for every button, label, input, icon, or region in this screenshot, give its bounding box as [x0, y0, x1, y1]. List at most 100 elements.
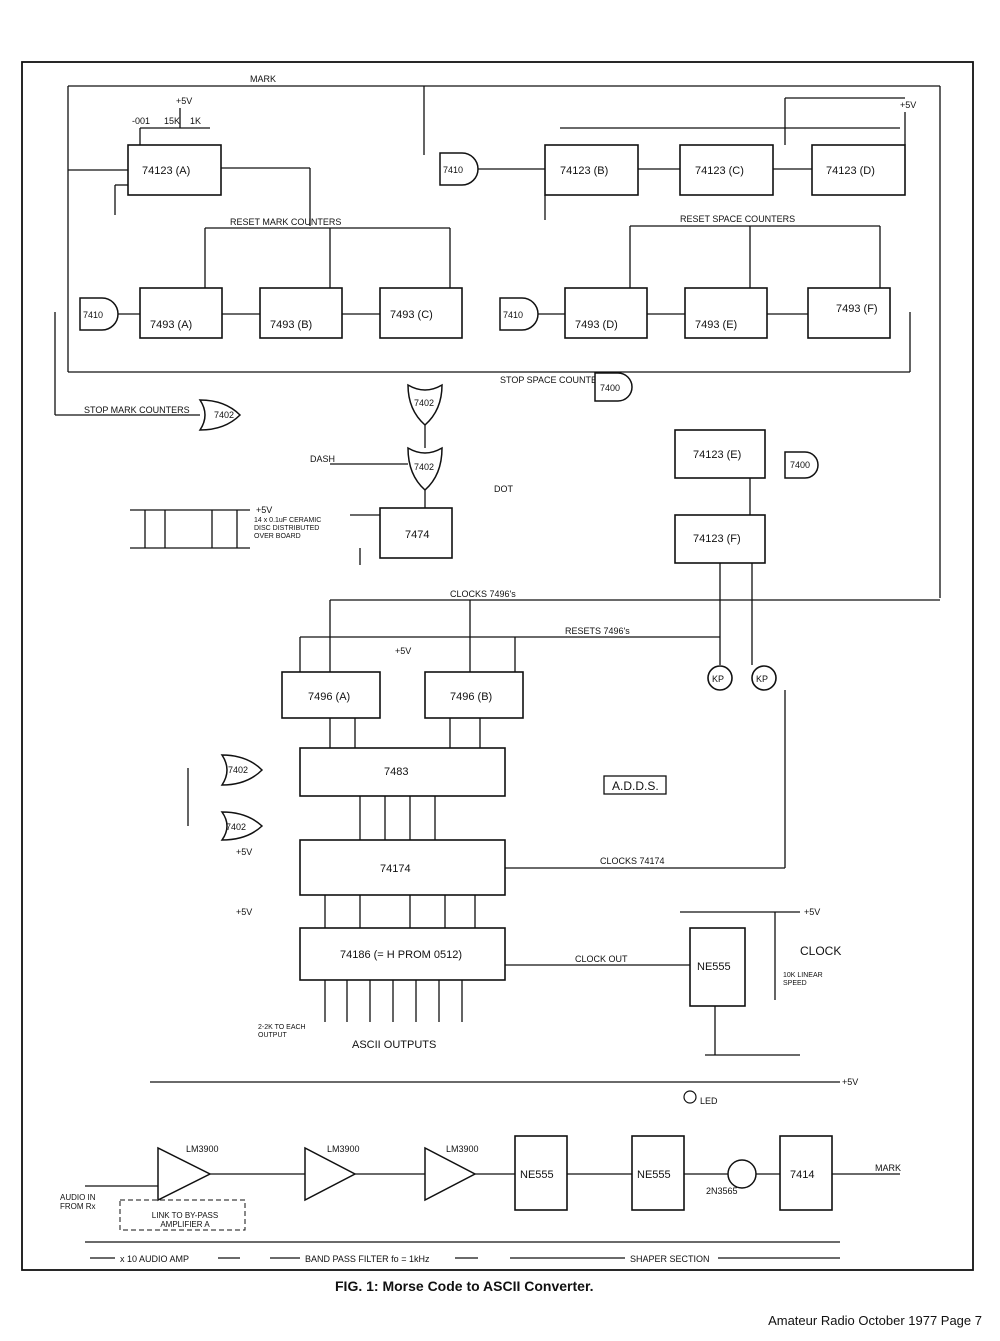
- clock-out-label: CLOCK OUT: [575, 954, 628, 964]
- svg-text:7493 (E): 7493 (E): [695, 319, 737, 331]
- svg-text:+5V: +5V: [236, 847, 252, 857]
- svg-text:7402: 7402: [228, 765, 248, 775]
- svg-text:LM3900: LM3900: [186, 1144, 219, 1154]
- clocks-74174-label: CLOCKS 74174: [600, 856, 665, 866]
- chip-ne555-shaper-2: [631, 1135, 685, 1211]
- svg-text:NE555: NE555: [697, 961, 731, 973]
- mark-label: MARK: [250, 74, 276, 84]
- svg-text:7400: 7400: [600, 383, 620, 393]
- svg-text:7402: 7402: [214, 410, 234, 420]
- mark-output-label: MARK: [875, 1163, 901, 1173]
- chip-74186: [299, 927, 506, 981]
- chip-74123a-label: 74123 (A): [142, 165, 190, 177]
- opamp-c: [424, 1146, 477, 1202]
- chip-7474: [379, 507, 453, 559]
- clock-label: CLOCK: [800, 944, 841, 958]
- gate-7410-mark: [79, 297, 119, 331]
- svg-text:+5V: +5V: [804, 907, 820, 917]
- kp-testpoint-2: [751, 665, 777, 691]
- bypass-link-box: [119, 1199, 246, 1231]
- shaper-label: SHAPER SECTION: [630, 1254, 710, 1264]
- figure-caption: FIG. 1: Morse Code to ASCII Converter.: [335, 1278, 594, 1294]
- svg-text:KP: KP: [712, 674, 724, 684]
- svg-text:7493 (B): 7493 (B): [270, 319, 312, 331]
- svg-text:-001: -001: [132, 116, 150, 126]
- gate-7400-e: [784, 451, 819, 479]
- svg-text:LED: LED: [700, 1096, 718, 1106]
- svg-text:7402: 7402: [226, 822, 246, 832]
- gate-7400-stop: [594, 372, 633, 402]
- speed-note: 10K LINEAR SPEED: [783, 972, 823, 987]
- chip-7496a: [281, 671, 381, 719]
- reset-mark-label: RESET MARK COUNTERS: [230, 217, 341, 227]
- svg-text:+5V: +5V: [256, 505, 272, 515]
- svg-text:7493 (A): 7493 (A): [150, 319, 192, 331]
- svg-text:7474: 7474: [405, 529, 429, 541]
- svg-text:74123 (E): 74123 (E): [693, 449, 741, 461]
- ascii-output-arrows: [324, 980, 463, 1022]
- audio-in-label: AUDIO IN FROM Rx: [60, 1193, 96, 1211]
- svg-text:74123 (C): 74123 (C): [695, 165, 744, 177]
- gate-7402-b: [407, 446, 443, 492]
- clocks-7496-label: CLOCKS 7496's: [450, 589, 516, 599]
- decoupling-note: 14 x 0.1uF CERAMIC DISC DISTRIBUTED OVER…: [254, 517, 322, 540]
- svg-text:NE555: NE555: [637, 1169, 671, 1181]
- gate-7402-a: [407, 383, 443, 427]
- svg-text:74174: 74174: [380, 863, 411, 875]
- svg-text:7400: 7400: [790, 460, 810, 470]
- chip-7493c: [379, 287, 463, 339]
- resets-7496-label: RESETS 7496's: [565, 626, 630, 636]
- chip-74123e: [674, 429, 766, 479]
- kp-testpoint-1: [707, 665, 733, 691]
- chip-74123a: [127, 144, 222, 196]
- svg-text:15K: 15K: [164, 116, 180, 126]
- chip-74123b: [544, 144, 639, 196]
- svg-text:7496 (B): 7496 (B): [450, 691, 492, 703]
- svg-text:74123 (F): 74123 (F): [693, 533, 741, 545]
- svg-text:7496 (A): 7496 (A): [308, 691, 350, 703]
- chip-74123f: [674, 514, 766, 564]
- svg-text:LM3900: LM3900: [327, 1144, 360, 1154]
- gate-7410-space: [499, 297, 539, 331]
- chip-74174: [299, 839, 506, 896]
- gate-7402-stop: [198, 399, 242, 431]
- led-indicator: [683, 1090, 697, 1104]
- svg-text:+5V: +5V: [900, 100, 916, 110]
- chip-7496b: [424, 671, 524, 719]
- svg-text:+5V: +5V: [236, 907, 252, 917]
- chip-7493e: [684, 287, 768, 339]
- opamp-b: [304, 1146, 357, 1202]
- svg-text:74186 (= H PROM 0512): 74186 (= H PROM 0512): [340, 949, 462, 961]
- bpf-label: BAND PASS FILTER fo = 1kHz: [305, 1254, 430, 1264]
- page-footer: Amateur Radio October 1977 Page 7: [768, 1313, 982, 1328]
- gate-7402-c: [220, 754, 264, 786]
- reset-space-label: RESET SPACE COUNTERS: [680, 214, 795, 224]
- dash-label: DASH: [310, 454, 335, 464]
- svg-text:7414: 7414: [790, 1169, 814, 1181]
- transistor-2n3565: [727, 1159, 757, 1189]
- opamp-a: [157, 1146, 212, 1202]
- svg-text:2N3565: 2N3565: [706, 1186, 738, 1196]
- svg-text:7493 (C): 7493 (C): [390, 309, 433, 321]
- audio-amp-label: x 10 AUDIO AMP: [120, 1254, 189, 1264]
- chip-74123d: [811, 144, 906, 196]
- ascii-outputs-label: ASCII OUTPUTS: [352, 1039, 436, 1051]
- svg-text:+5V: +5V: [842, 1077, 858, 1087]
- svg-text:NE555: NE555: [520, 1169, 554, 1181]
- adds-label: A.D.D.S.: [612, 779, 659, 793]
- page-frame: [21, 61, 974, 1271]
- svg-text:7410: 7410: [503, 310, 523, 320]
- svg-text:+5V: +5V: [176, 96, 192, 106]
- chip-7493f: [807, 287, 891, 339]
- stop-mark-label: STOP MARK COUNTERS: [84, 405, 190, 415]
- svg-text:7493 (F): 7493 (F): [836, 303, 878, 315]
- each-output-note: 2-2K TO EACH OUTPUT: [258, 1024, 306, 1039]
- chip-7493b: [259, 287, 343, 339]
- chip-7493a: [139, 287, 223, 339]
- dot-label: DOT: [494, 484, 514, 494]
- svg-text:7410: 7410: [83, 310, 103, 320]
- svg-text:+5V: +5V: [395, 646, 411, 656]
- chip-ne555-clock: [689, 927, 746, 1007]
- svg-text:7483: 7483: [384, 766, 408, 778]
